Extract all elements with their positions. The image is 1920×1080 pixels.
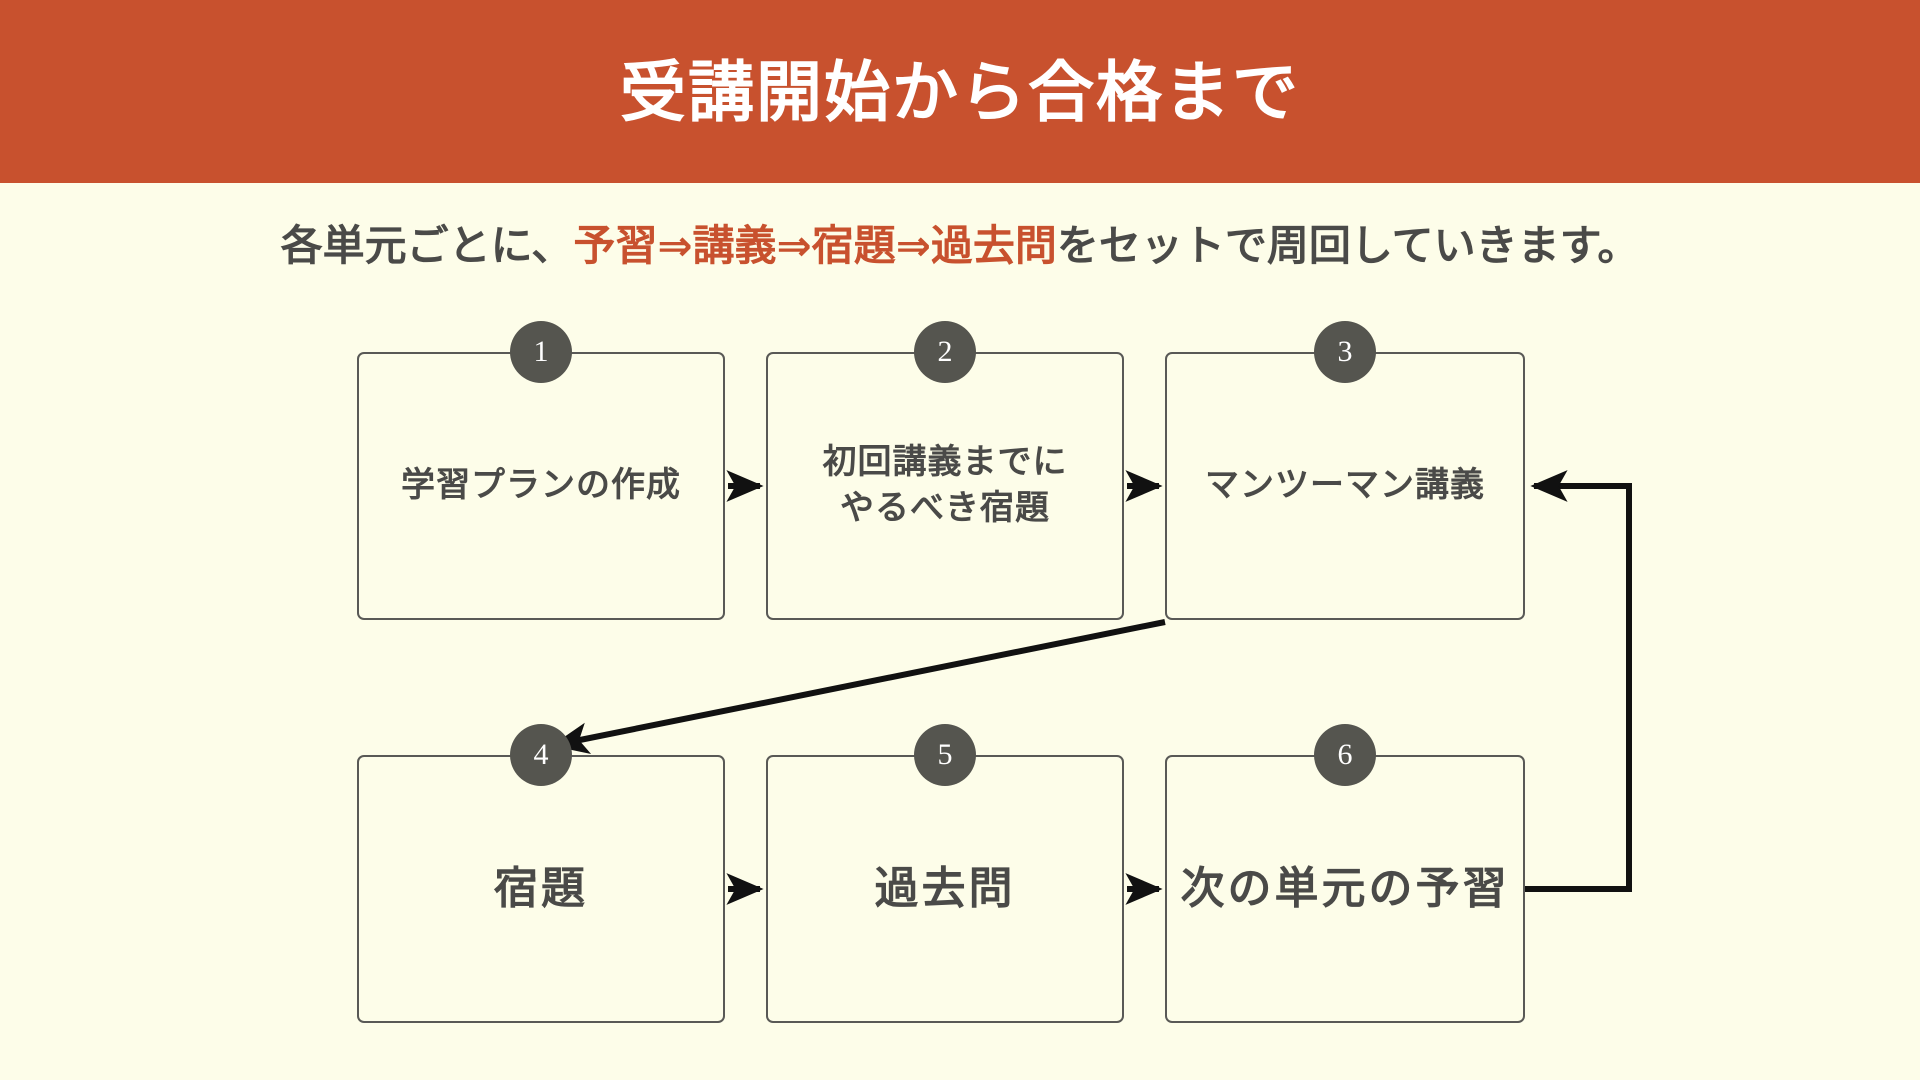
flow-node-4-badge: 4 xyxy=(510,724,572,786)
page-title: 受講開始から合格まで xyxy=(620,54,1300,129)
flow-node-3-label: マンツーマン講義 xyxy=(1205,466,1485,505)
subtitle-accent: 予習⇒講義⇒宿題⇒過去問 xyxy=(573,222,1057,269)
flow-node-3-badge: 3 xyxy=(1314,321,1376,383)
flow-diagram: 学習プランの作成 1 初回講義までに やるべき宿題 2 マンツーマン講義 3 宿… xyxy=(0,300,1920,1060)
connector-6-to-3-loop xyxy=(1525,470,1632,892)
flow-node-2-badge: 2 xyxy=(914,321,976,383)
flow-node-6-badge: 6 xyxy=(1314,724,1376,786)
flow-node-1-label: 学習プランの作成 xyxy=(401,466,681,505)
flow-node-1-badge: 1 xyxy=(510,321,572,383)
flow-node-4[interactable]: 宿題 xyxy=(357,755,725,1023)
flow-node-4-label: 宿題 xyxy=(494,864,588,914)
flow-node-6-label: 次の単元の予習 xyxy=(1180,864,1510,914)
subtitle-text: 各単元ごとに、予習⇒講義⇒宿題⇒過去問をセットで周回していきます。 xyxy=(281,221,1640,271)
flow-node-5[interactable]: 過去問 xyxy=(766,755,1124,1023)
connector-3-to-4 xyxy=(551,619,1166,754)
flow-node-6[interactable]: 次の単元の予習 xyxy=(1165,755,1525,1023)
flow-node-2[interactable]: 初回講義までに やるべき宿題 xyxy=(766,352,1124,620)
flow-node-3[interactable]: マンツーマン講義 xyxy=(1165,352,1525,620)
header-banner: 受講開始から合格まで xyxy=(0,0,1920,183)
flow-node-2-label: 初回講義までに やるべき宿題 xyxy=(822,443,1068,527)
subtitle-prefix: 各単元ごとに、 xyxy=(280,222,574,269)
flow-node-1[interactable]: 学習プランの作成 xyxy=(357,352,725,620)
subtitle-suffix: をセットで周回していきます。 xyxy=(1056,222,1640,269)
flow-node-5-badge: 5 xyxy=(914,724,976,786)
subtitle-row: 各単元ごとに、予習⇒講義⇒宿題⇒過去問をセットで周回していきます。 xyxy=(0,221,1920,271)
flow-node-5-label: 過去問 xyxy=(874,864,1016,914)
